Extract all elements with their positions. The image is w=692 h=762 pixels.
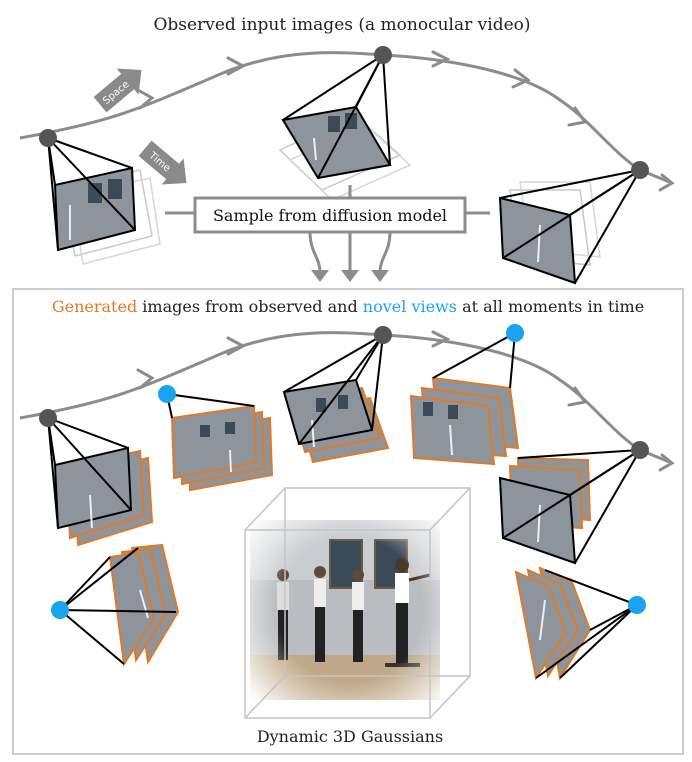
observed-image-frame: [498, 196, 577, 285]
top-title: Observed input images (a monocular video…: [153, 15, 530, 35]
sample-box: [193, 196, 467, 234]
observed-camera-center: [374, 46, 392, 64]
diffusion-sampler: Sample from diffusion model: [165, 185, 490, 282]
bottom-caption: Dynamic 3D Gaussians: [257, 727, 443, 746]
top-right-camera: [498, 161, 649, 285]
novel-camera-left-upper: [158, 385, 274, 492]
observed-camera-center: [39, 129, 57, 147]
bottom-middle-observed-camera: [282, 326, 392, 464]
novel-camera-center: [51, 601, 69, 619]
bottom-right-observed-camera: [498, 441, 649, 565]
gaussian-cube: [240, 487, 471, 720]
novel-camera-center: [628, 596, 646, 614]
trajectory-arrowheads: [136, 330, 675, 472]
generated-word: Generated: [52, 297, 137, 316]
novel-camera-right-upper: [409, 324, 524, 466]
bottom-title: Generated images from observed and novel…: [52, 297, 644, 316]
novel-camera-right-lower: [514, 566, 646, 681]
top-left-camera: [39, 129, 161, 265]
observed-camera-center: [39, 409, 57, 427]
novel-views-word: novel views: [363, 297, 457, 316]
novel-camera-center: [158, 385, 176, 403]
observed-camera-center: [374, 326, 392, 344]
trajectory-arrowheads: [136, 50, 675, 192]
novel-camera-center: [506, 324, 524, 342]
observed-camera-center: [631, 441, 649, 459]
top-middle-camera: [278, 46, 412, 201]
space-arrow: Space: [93, 68, 142, 113]
novel-camera-left-lower: [51, 543, 180, 667]
sample-box-label: Sample from diffusion model: [213, 206, 447, 225]
observed-image-frame: [53, 166, 137, 252]
observed-camera-center: [631, 161, 649, 179]
bottom-left-observed-camera: [39, 409, 154, 547]
